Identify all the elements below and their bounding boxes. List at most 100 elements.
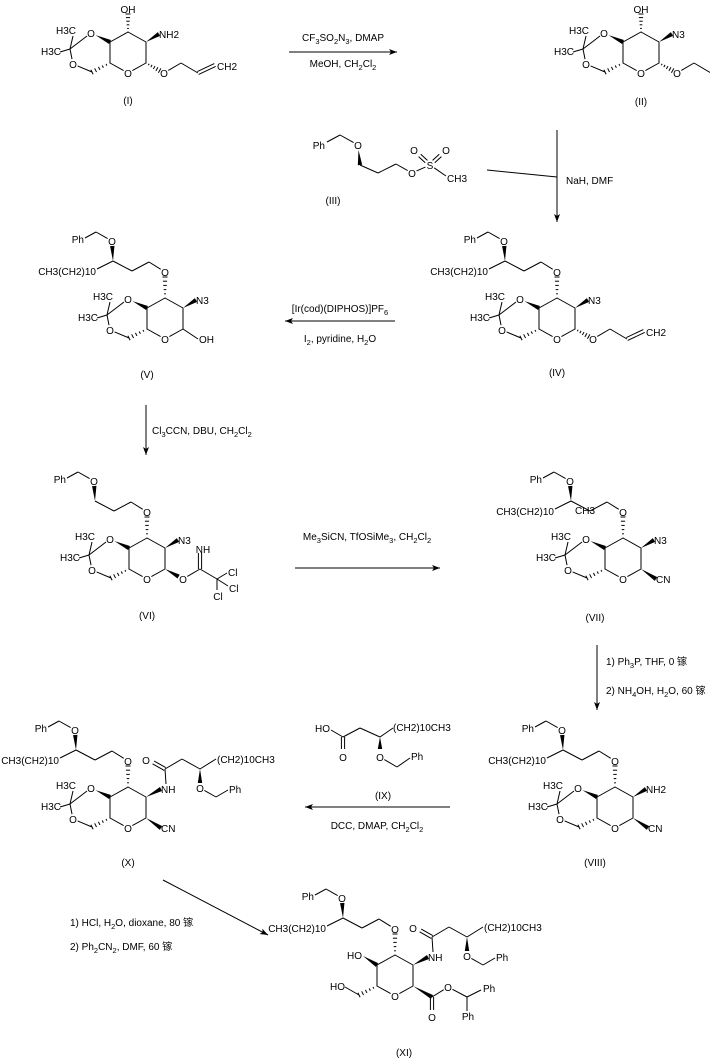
bond: [146, 537, 166, 549]
wedge-bond: [590, 541, 606, 550]
wedge-bond: [183, 298, 198, 308]
compound-label: (III): [326, 196, 341, 207]
bond: [604, 568, 619, 578]
phenyl-label: Ph: [313, 141, 325, 152]
amide-nh-label: NH: [428, 953, 442, 964]
atom-label: O: [619, 508, 627, 519]
methyl-label: H3C: [56, 781, 76, 792]
hashed-bond: [113, 574, 116, 579]
atom-label: O: [637, 69, 645, 80]
bond: [572, 571, 588, 579]
nitrile-label: CN: [648, 824, 662, 835]
atom-label: NH: [196, 545, 210, 556]
bond: [582, 35, 601, 50]
alkyl-chain-label: CH3(CH2)10: [496, 507, 554, 518]
bond: [622, 31, 642, 43]
atom-label: O: [124, 757, 132, 768]
arrow-head: [389, 49, 397, 55]
nitrile-label: CN: [161, 824, 175, 835]
methyl-label: H3C: [41, 802, 61, 813]
bond: [330, 729, 344, 738]
hashed-bond: [584, 332, 588, 338]
bond: [359, 727, 381, 738]
phenyl-label: Ph: [496, 953, 508, 964]
bond: [498, 314, 502, 326]
compound-label: (V): [140, 370, 153, 381]
wedge-bond: [568, 485, 573, 501]
arrow-head: [259, 928, 268, 935]
hashed-bond: [101, 820, 104, 823]
bond: [127, 786, 147, 798]
hashed-bond: [534, 329, 537, 332]
reagent-text: 2) NH4OH, H2O, 60 镓: [606, 685, 706, 699]
bond: [127, 31, 147, 43]
bond: [504, 260, 525, 272]
hashed-bond: [105, 818, 108, 821]
atom-label: O: [553, 335, 561, 346]
atom-label: O: [391, 992, 399, 1003]
atom-label: O: [410, 146, 418, 157]
atom-label: O: [600, 29, 608, 40]
atom-label: O: [589, 335, 597, 346]
atom-label: Ph: [462, 1012, 474, 1023]
phenyl-label: Ph: [229, 785, 241, 796]
wedge-bond: [114, 541, 130, 550]
hashed-bond: [94, 68, 97, 73]
hashed-bond: [361, 991, 364, 996]
bond: [148, 261, 162, 270]
hashed-bond: [124, 569, 127, 572]
bond: [96, 260, 114, 270]
hashed-bond: [526, 332, 530, 337]
bond: [69, 790, 88, 805]
alkyl-chain-label: (CH2)10CH3: [217, 755, 275, 766]
hashed-bond: [94, 823, 97, 828]
wedge-bond: [95, 35, 111, 44]
hashed-bond: [663, 64, 666, 68]
atom-label: O: [339, 753, 347, 764]
bond: [561, 328, 576, 338]
bond: [94, 500, 115, 512]
bond: [78, 554, 90, 559]
reagent-text: 2) Ph2CN2, DMF, 60 镓: [70, 941, 172, 955]
phenyl-label: Ph: [530, 475, 542, 486]
bond: [59, 749, 77, 759]
bond: [47, 720, 60, 728]
atom-label: O: [582, 535, 590, 546]
bond: [448, 926, 468, 938]
hashed-bond: [581, 331, 585, 336]
atom-label: O: [160, 69, 168, 80]
atom-label: Cl: [228, 568, 237, 579]
atom-label: OH: [634, 5, 649, 16]
atom-label: S: [427, 161, 434, 172]
bond: [556, 803, 560, 815]
bond: [614, 786, 634, 798]
bond: [77, 820, 93, 828]
bond: [164, 758, 183, 770]
bond: [88, 554, 92, 566]
wedge-bond: [165, 569, 180, 579]
bond: [394, 954, 414, 966]
methyl-label: H3C: [470, 313, 490, 324]
arrow-head: [432, 565, 440, 571]
hashed-bond: [581, 823, 584, 828]
hashed-bond: [596, 571, 599, 574]
bond: [546, 803, 558, 808]
methyl-label: H3C: [60, 553, 80, 564]
c2-substituent: N3: [672, 30, 685, 41]
hashed-bond: [357, 992, 361, 998]
wedge-bond: [608, 35, 624, 44]
atom-label: O: [179, 575, 187, 586]
wedge-bond: [197, 769, 203, 783]
methyl-label: H3C: [569, 26, 589, 37]
atom-label: O: [161, 335, 169, 346]
reagent-text: I2, pyridine, H2O: [304, 334, 376, 347]
arrow-head: [305, 804, 313, 810]
atom-label: O: [391, 925, 399, 936]
atom-label: Cl: [213, 592, 222, 603]
hashed-bond: [660, 63, 663, 66]
bond: [433, 167, 447, 177]
wedge-bond: [560, 734, 565, 750]
bond: [216, 578, 229, 587]
phenyl-label: Ph: [522, 724, 534, 735]
bond: [377, 163, 397, 174]
